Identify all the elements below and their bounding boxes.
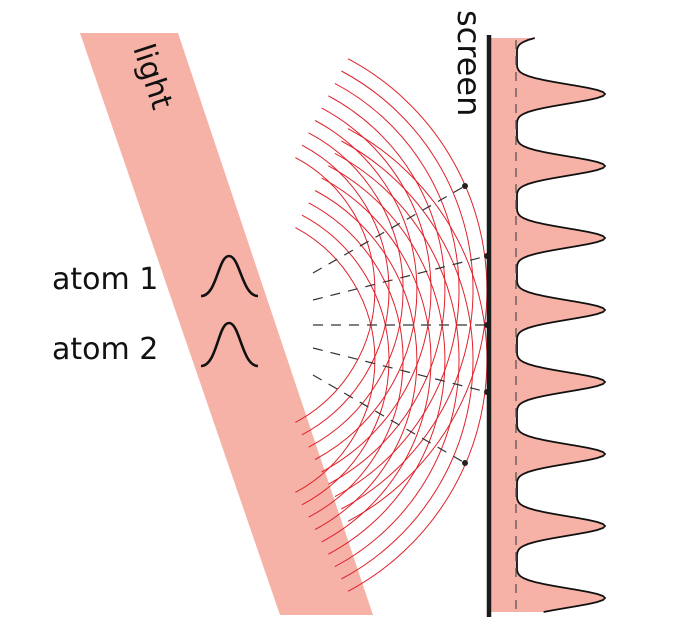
wavefront-arc <box>347 128 488 592</box>
wavefront-arc <box>328 165 446 555</box>
atom-1-wavepacket <box>200 254 259 298</box>
intersection-dot <box>462 460 468 466</box>
wavefront-arc <box>295 227 376 493</box>
wavefront-arc <box>314 190 418 530</box>
wavefront-arc <box>308 202 404 518</box>
wavefronts-atom-1 <box>295 58 488 522</box>
wavefront-arc <box>334 82 460 498</box>
wavefront-arc <box>341 140 474 580</box>
wavefront-arc <box>314 120 418 460</box>
wavefronts-atom-2 <box>295 128 488 592</box>
path-rays <box>312 185 488 464</box>
path-ray <box>312 185 466 274</box>
wavefront-arc <box>321 177 432 543</box>
wavefront-arc <box>321 107 432 473</box>
wavefront-arc <box>295 157 376 423</box>
atom-2-wavepacket <box>200 321 259 368</box>
wavefront-arc <box>347 58 488 522</box>
path-ray <box>312 374 466 464</box>
wavefront-arc <box>301 214 390 506</box>
atom-1-label: atom 1 <box>52 262 158 297</box>
path-ray <box>312 347 488 393</box>
wavefront-arc <box>301 144 390 436</box>
interference-pattern-curve <box>516 37 607 613</box>
atom-2-label: atom 2 <box>52 332 158 367</box>
wavefront-arc <box>308 132 404 448</box>
path-ray <box>312 255 488 301</box>
screen-label: screen <box>450 10 488 116</box>
interference-pattern-fill <box>491 38 605 612</box>
intersection-dot <box>462 183 468 189</box>
wavefront-arc <box>334 152 460 568</box>
wavefront-arc <box>328 95 446 485</box>
